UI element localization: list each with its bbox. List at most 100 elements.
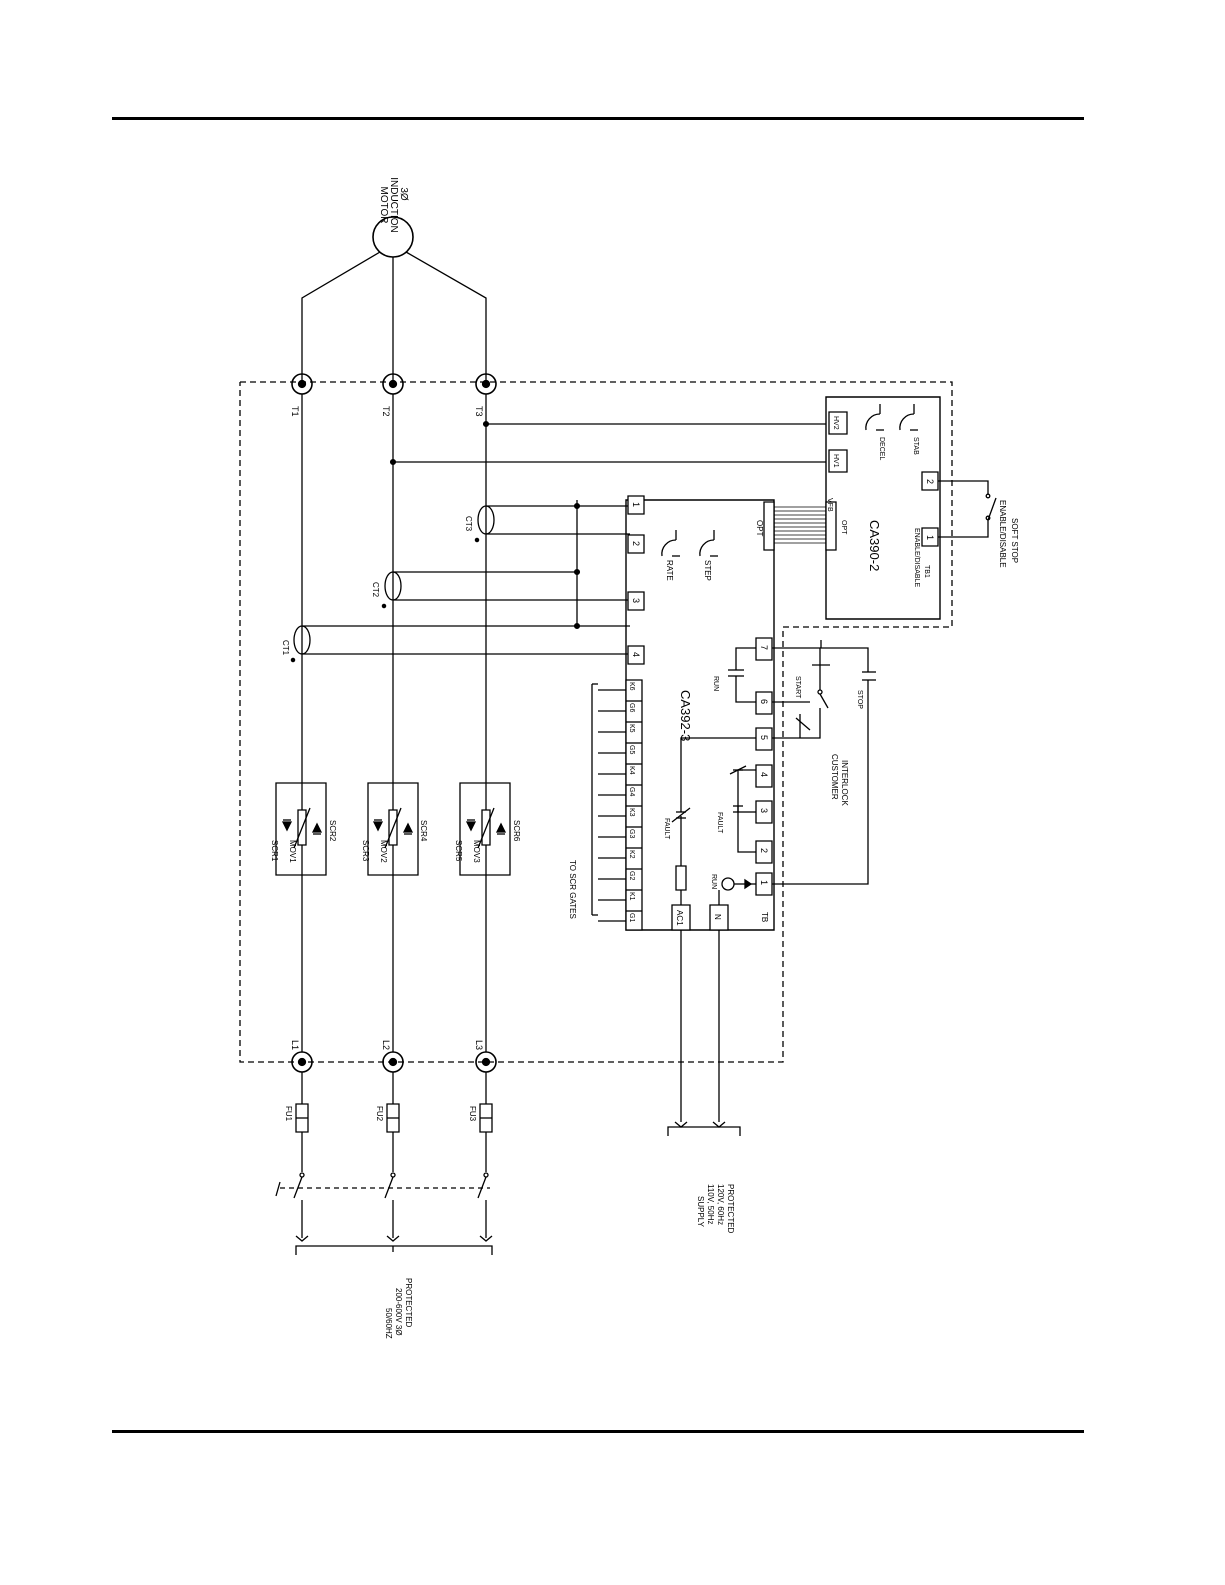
motor-label-line3: MOTOR [378, 186, 389, 223]
current-transformer-ct2 [382, 572, 630, 608]
fu1-label: FU1 [284, 1106, 293, 1122]
ca392-top-terminal-1: 1 [631, 502, 641, 507]
motor-label-line1: 3Ø [398, 187, 409, 201]
l1-label: L1 [290, 1040, 300, 1050]
scr-gate-bus [592, 684, 626, 921]
rate-label: RATE [665, 560, 674, 581]
main-supply-line3: 50/60HZ [384, 1308, 393, 1339]
interlock-label: INTERLOCK [840, 760, 849, 806]
current-transformer-ct1 [291, 626, 630, 662]
gate-terminal-k3: K3 [628, 808, 635, 817]
customer-label: CUSTOMER [830, 754, 839, 800]
run-lamp-label: RUN [710, 874, 717, 889]
fault-label-2: FAULT [716, 812, 723, 834]
phase-wires [302, 394, 486, 1052]
scr1-label: SCR1 [270, 840, 279, 862]
ca392-bottom-terminal-5: 5 [759, 735, 769, 740]
n-label: N [713, 914, 722, 920]
ct1-label: CT1 [281, 640, 290, 656]
scr-module-1 [276, 783, 326, 875]
ca390-terminal-2: 2 [925, 479, 935, 484]
enclosure-boundary [240, 382, 952, 1062]
ca392-bottom-terminal-3: 3 [759, 808, 769, 813]
ct2-label: CT2 [371, 582, 380, 598]
ca390-opt-label: OPT [840, 520, 847, 535]
ca390-board [826, 397, 940, 619]
ca392-opt-label: OPT [755, 520, 764, 537]
tb1-label: TB1 [923, 565, 930, 578]
vfb-label: VFB [826, 498, 833, 512]
ca392-bottom-terminal-7: 7 [759, 645, 769, 650]
ca392-top-terminal-4: 4 [631, 652, 641, 657]
ca392-top-terminal-2: 2 [631, 541, 641, 546]
soft-stop-enable-disable-label: ENABLE/DISABLE [998, 500, 1007, 568]
scr3-label: SCR3 [361, 840, 370, 862]
ca392-bottom-terminal-6: 6 [759, 699, 769, 704]
gate-terminal-k1: K1 [628, 892, 635, 901]
ca392-bottom-terminal-1: 1 [759, 880, 769, 885]
run-contact [728, 648, 756, 702]
t2-label: T2 [381, 406, 391, 417]
fuse-fu3 [480, 1072, 492, 1172]
hv2-label: HV2 [832, 416, 839, 430]
current-transformer-ct3 [475, 506, 630, 542]
gate-terminal-g6: G6 [628, 703, 635, 712]
ct3-label: CT3 [464, 516, 473, 532]
control-supply-line1: PROTECTED [726, 1184, 735, 1234]
ca390-terminal-1: 1 [925, 535, 935, 540]
soft-stop-label: SOFT STOP [1010, 518, 1019, 563]
fault-relay-circuit [672, 738, 756, 905]
l3-label: L3 [474, 1040, 484, 1050]
gate-terminal-g1: G1 [628, 913, 635, 922]
fault-label-1: FAULT [663, 818, 670, 840]
scr5-label: SCR5 [454, 840, 463, 862]
l2-label: L2 [381, 1040, 391, 1050]
start-label: START [794, 676, 801, 699]
ca390-name: CA390-2 [867, 520, 882, 571]
t1-label: T1 [290, 406, 300, 417]
hv1-label: HV1 [832, 454, 839, 468]
stop-label: STOP [856, 690, 863, 709]
gate-terminal-k2: K2 [628, 850, 635, 859]
decel-label: DECEL [878, 437, 885, 460]
ac1-label: AC1 [675, 910, 684, 926]
gate-terminal-k5: K5 [628, 724, 635, 733]
induction-motor [302, 217, 486, 380]
scr-module-2 [368, 783, 418, 875]
t3-label: T3 [474, 406, 484, 417]
control-supply-line4: SUPPLY [696, 1196, 705, 1228]
control-supply-wires [668, 930, 740, 1136]
main-supply-line1: PROTECTED [404, 1278, 413, 1328]
control-supply-line3: 110V, 50Hz [706, 1184, 715, 1224]
fuse-fu1 [296, 1072, 308, 1172]
run-lamp [719, 878, 756, 905]
ca392-top-terminal-3: 3 [631, 598, 641, 603]
ca392-tb-label: TB [760, 912, 769, 922]
gate-terminal-k6: K6 [628, 682, 635, 691]
mov2-label: MOV2 [379, 840, 388, 863]
scr2-label: SCR2 [328, 820, 337, 842]
main-supply-line2: 200-600V 3Ø [394, 1288, 403, 1336]
ca392-name: CA392-3 [678, 690, 693, 741]
scr-module-3 [460, 783, 510, 875]
stab-label: STAB [912, 437, 919, 455]
start-stop-circuit [772, 640, 876, 884]
main-disconnect [276, 1173, 492, 1255]
gate-terminal-g2: G2 [628, 871, 635, 880]
run-contact-label: RUN [712, 676, 719, 691]
voltage-sense-wires [391, 422, 826, 465]
soft-stop-switch [938, 481, 996, 537]
mov1-label: MOV1 [288, 840, 297, 863]
control-supply-line2: 120V, 60Hz [716, 1184, 725, 1225]
header-rule [112, 117, 1084, 120]
gate-terminal-g3: G3 [628, 829, 635, 838]
fu3-label: FU3 [468, 1106, 477, 1122]
fuse-fu2 [387, 1072, 399, 1172]
step-label: STEP [703, 560, 712, 581]
ca390-enable-disable-label: ENABLE/DISABLE [913, 528, 920, 587]
ribbon-cable [774, 507, 826, 543]
scr6-label: SCR6 [512, 820, 521, 842]
ca392-bottom-terminal-4: 4 [759, 772, 769, 777]
fault-contacts [730, 766, 756, 852]
